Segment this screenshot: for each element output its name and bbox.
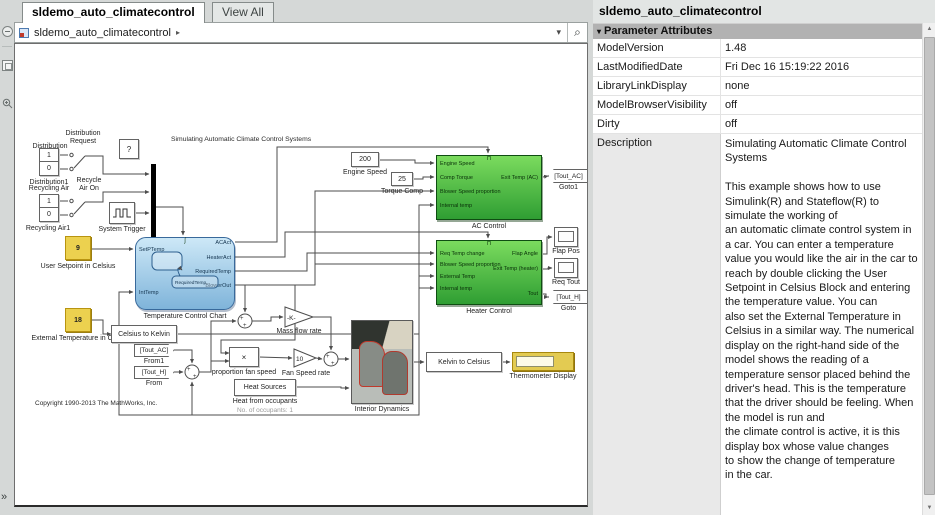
label-system-trigger: System Trigger [98,226,146,233]
svg-text:10: 10 [296,356,304,363]
model-file-icon [19,27,29,38]
label-engine-speed: Engine Speed [343,169,387,176]
label-from1: From1 [143,358,165,365]
ac-control-subsystem[interactable]: ⊓ Engine Speed Comp Torque Blower Speed … [436,155,542,220]
label-heater-control: Heater Control [466,308,512,315]
svg-text:-K-: -K- [287,315,296,322]
user-setpoint-constant[interactable]: 9 [65,236,91,260]
label-distribution-request: Distribution Request [65,130,101,145]
svg-text:+: + [193,374,197,380]
kelvin-to-celsius-block[interactable]: Kelvin to Celsius [426,352,502,372]
label-recycling-air: Recycling Air [28,185,70,192]
thermometer-display-block[interactable] [512,352,574,371]
breadcrumb-bar: sldemo_auto_climatecontrol ▸ ▾ ⌕ [14,22,588,43]
description-row: Description Simulating Automatic Climate… [593,134,935,515]
label-flap-pos: Flap Pos [552,248,580,255]
celsius-to-kelvin-block[interactable]: Celsius to Kelvin [111,325,177,343]
model-editor: sldemo_auto_climatecontrol View All slde… [14,0,588,509]
description-text[interactable]: Simulating Automatic Climate Control Sys… [720,134,935,515]
collapse-triangle-icon[interactable]: ▾ [597,27,602,36]
svg-text:+: + [331,361,335,367]
panel-scrollbar[interactable]: ▲ ▼ [922,23,935,515]
scroll-down-icon[interactable]: ▼ [923,502,935,515]
req-tout-scope[interactable] [554,258,578,278]
mux-block[interactable] [151,164,156,250]
product-block[interactable]: × [229,347,259,367]
label-interior-dynamics: Interior Dynamics [354,406,410,413]
tab-bar: sldemo_auto_climatecontrol View All [14,0,588,23]
label-goto1: Goto1 [558,184,579,191]
chevron-down-icon[interactable]: ▾ [556,27,561,37]
label-ac-control: AC Control [471,223,507,230]
zoom-in-icon[interactable] [2,96,13,109]
model-canvas[interactable]: ++ ++ ++ -K- 10 Simulating Automatic Cli… [14,43,588,507]
label-goto: Goto [560,305,577,312]
label-torque-comp: Torque Comp [380,188,424,195]
label-mass-flow: Mass flow rate [276,328,322,335]
from1-block[interactable]: [Tout_AC] [134,344,174,357]
tab-model[interactable]: sldemo_auto_climatecontrol [22,2,205,23]
divider [2,46,12,47]
goto-block[interactable]: [Tout_H] [548,290,587,304]
external-temp-constant[interactable]: 18 [65,308,91,332]
label-req-tout: Req Tout [552,279,580,286]
diagram-title: Simulating Automatic Climate Control Sys… [171,136,312,143]
label-recycle-air-on: Recycle Air On [76,177,102,192]
engine-speed-constant[interactable]: 200 [351,152,379,167]
from-block[interactable]: [Tout_H] [134,366,174,379]
copyright-note: Copyright 1990-2013 The MathWorks, Inc. [35,400,158,407]
label-recycling-air1: Recycling Air1 [25,225,71,232]
temperature-control-chart[interactable]: ʃ SetPTemp IntTemp ACAct HeaterAct Requi… [135,237,235,310]
canvas-tool-strip: » [0,22,14,515]
label-heat-from-occupants: Heat from occupants [232,398,298,405]
label-from: From [145,380,163,387]
breadcrumb-caret-icon[interactable]: ▸ [175,28,180,37]
section-parameter-attributes[interactable]: ▾Parameter Attributes [593,23,935,39]
scroll-up-icon[interactable]: ▲ [923,23,935,36]
label-user-setpoint: User Setpoint in Celsius [40,263,116,270]
tab-view-all[interactable]: View All [212,2,274,22]
heat-sources-block[interactable]: Heat Sources [234,379,296,396]
interior-dynamics-block[interactable] [351,320,413,404]
trigger-icon: ⊓ [486,156,492,162]
label-chart: Temperature Control Chart [143,313,227,320]
svg-text:+: + [187,367,191,373]
scrollbar-thumb[interactable] [924,37,935,495]
expand-palette-button[interactable]: » [1,491,8,503]
property-inspector-panel: sldemo_auto_climatecontrol ▾Parameter At… [593,0,935,515]
label-occupants: No. of occupants: 1 [236,407,293,414]
fit-to-view-icon[interactable] [2,60,13,71]
goto1-block[interactable]: [Tout_AC] [548,169,587,183]
svg-text:+: + [326,354,330,360]
search-icon[interactable]: ⌕ [567,23,587,42]
label-fan-speed-rate: Fan Speed rate [281,370,331,377]
chart-states: RequiredTemp [151,251,219,289]
svg-text:RequiredTemp: RequiredTemp [175,280,207,286]
label-distribution: Distribution [32,143,68,150]
trigger-icon: ʃ [184,238,186,244]
label-proportion-fan-speed: proportion fan speed [211,369,277,376]
system-trigger-block[interactable] [109,202,135,224]
label-distribution1: Distribution1 [29,179,69,186]
hide-controls-icon[interactable] [2,26,13,37]
flap-pos-scope[interactable] [554,227,578,247]
heater-control-subsystem[interactable]: ⊓ Req Temp change Blower Speed proportio… [436,240,542,305]
trigger-icon: ⊓ [486,241,492,247]
help-block[interactable]: ? [119,139,139,159]
label-thermometer: Thermometer Display [509,373,577,380]
torque-constant[interactable]: 25 [391,172,413,186]
svg-text:+: + [243,323,247,329]
panel-title: sldemo_auto_climatecontrol [599,4,762,18]
breadcrumb[interactable]: sldemo_auto_climatecontrol [34,26,171,39]
